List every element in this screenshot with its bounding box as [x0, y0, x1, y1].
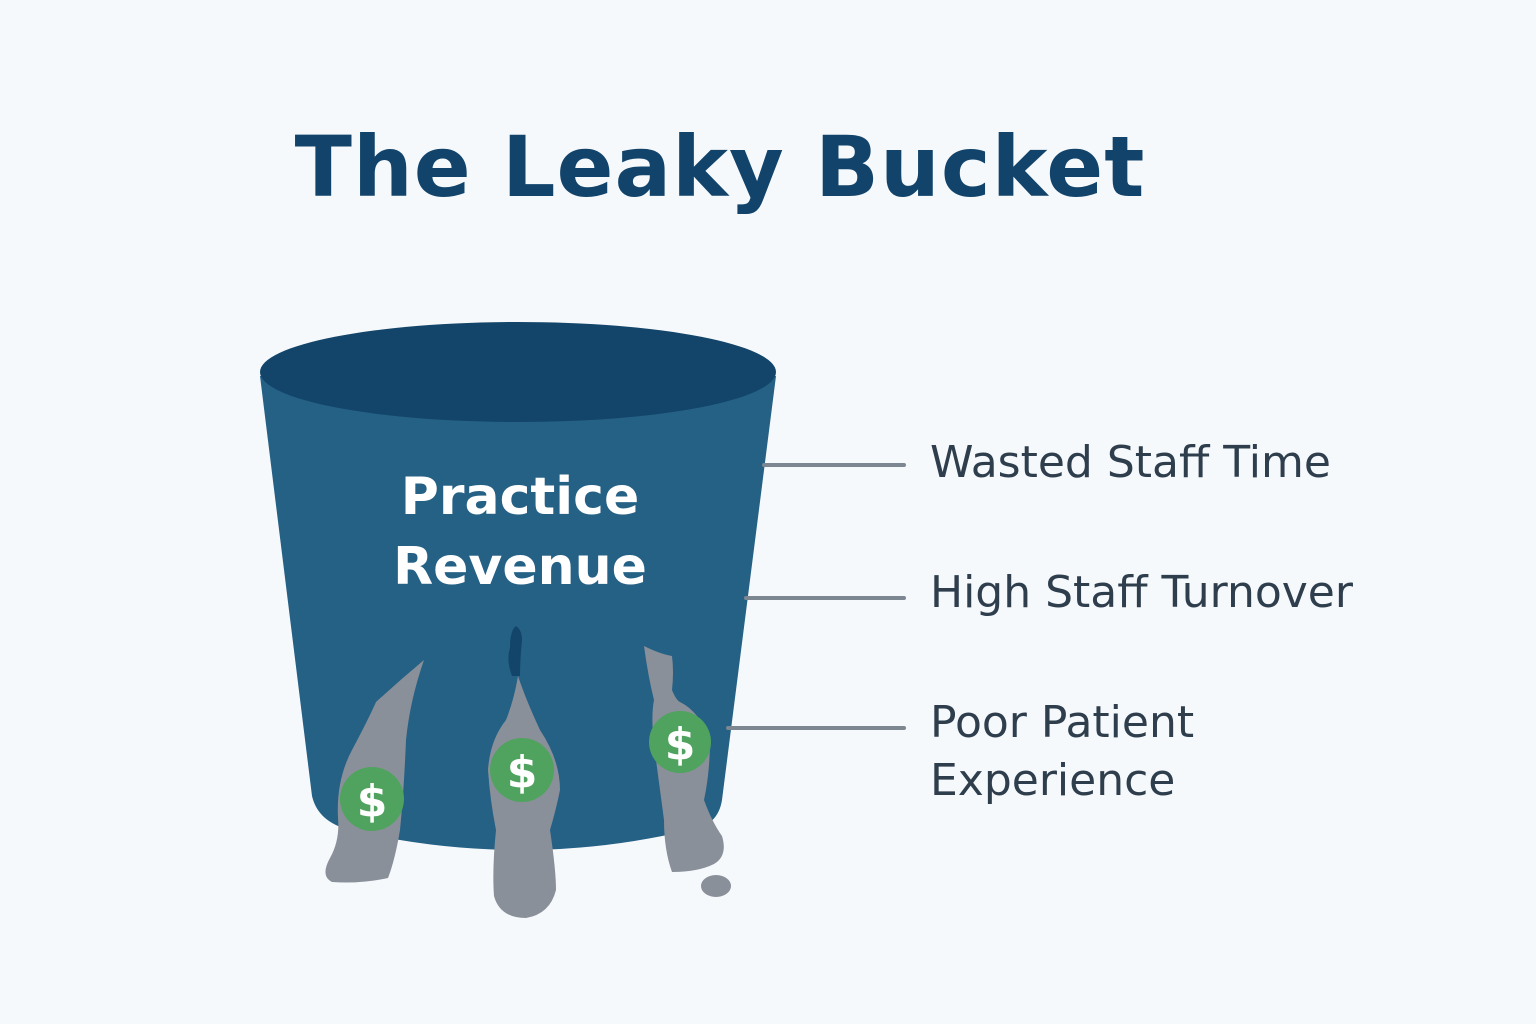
- leak-droplet: [701, 875, 731, 897]
- dollar-coin-icon-center: $: [490, 738, 554, 802]
- leak-label-high-staff-turnover: High Staff Turnover: [930, 567, 1353, 618]
- bucket-label-line2: Revenue: [393, 537, 647, 597]
- svg-text:$: $: [665, 719, 696, 770]
- bucket-opening: [260, 322, 776, 422]
- bucket-label: Practice Revenue: [360, 462, 680, 602]
- leak-label-poor-patient-experience: Poor Patient Experience: [930, 697, 1195, 806]
- dollar-coin-icon-left: $: [340, 767, 404, 831]
- crack-center: [508, 626, 522, 676]
- diagram-title: The Leaky Bucket: [294, 118, 1146, 216]
- dollar-coin-icon-right: $: [649, 711, 711, 773]
- svg-text:$: $: [357, 776, 388, 827]
- bucket-label-line1: Practice: [400, 467, 640, 527]
- svg-text:$: $: [507, 747, 538, 798]
- leak-label-wasted-staff-time: Wasted Staff Time: [930, 437, 1331, 488]
